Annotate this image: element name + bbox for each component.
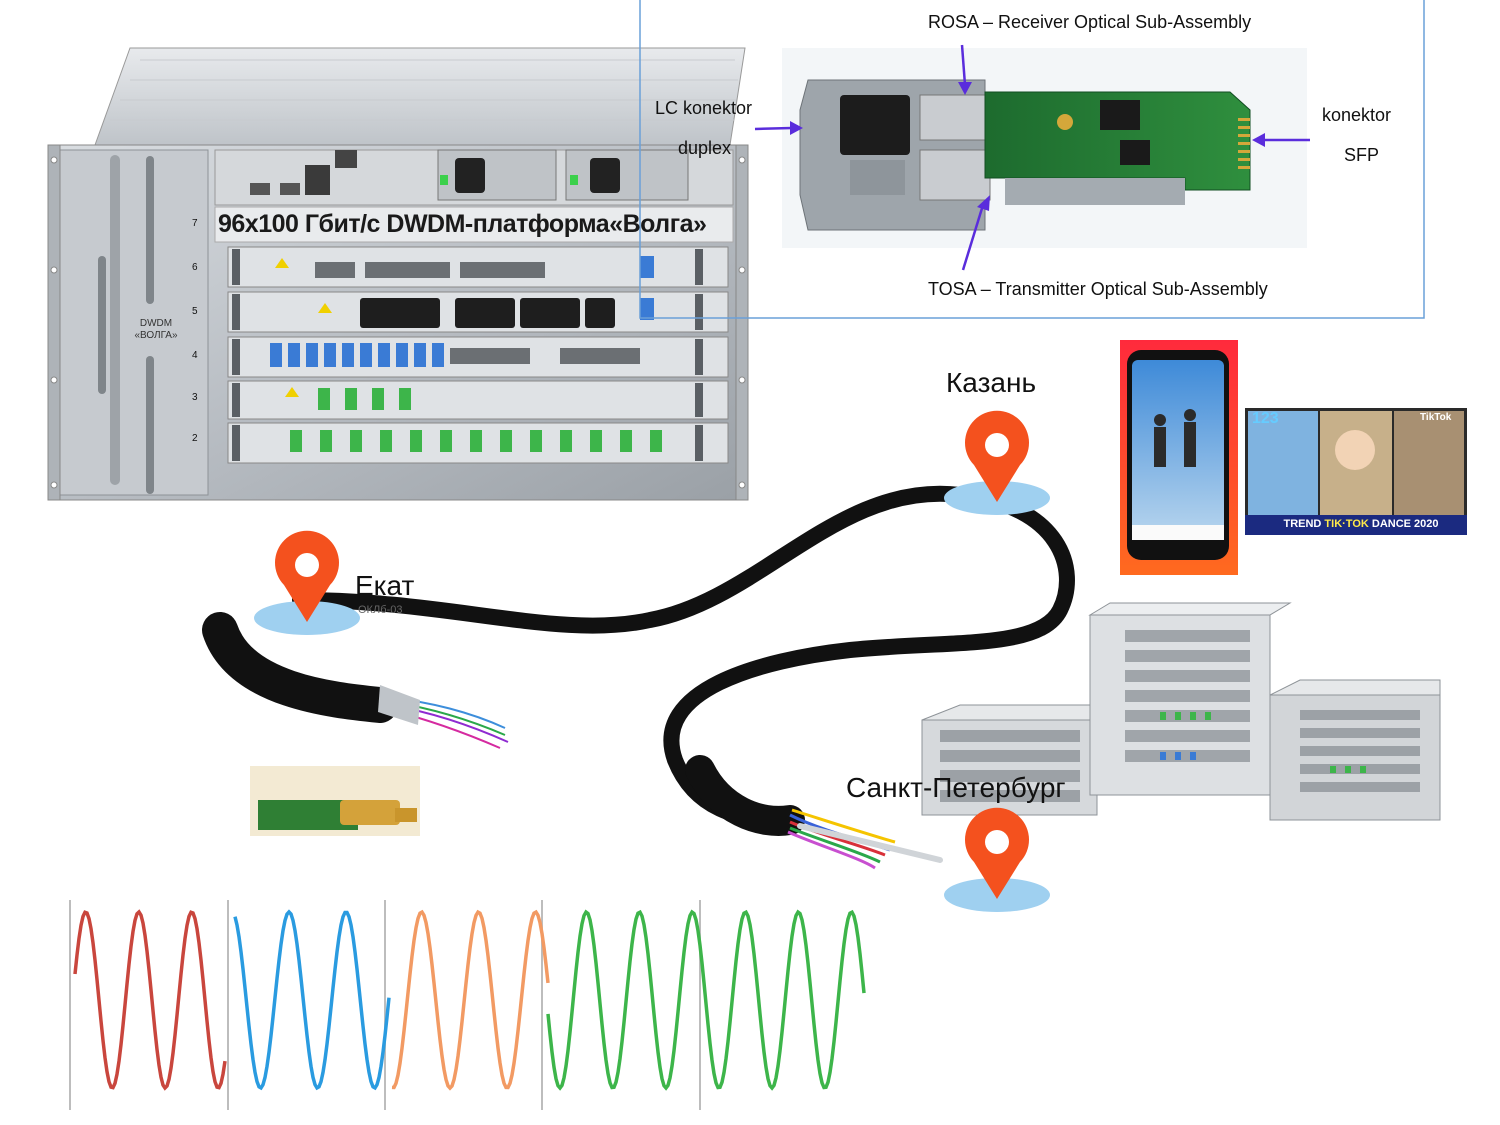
wave-orange: [391, 909, 550, 1091]
cable-print: ОКЛб-03: [358, 604, 403, 616]
sfp-label: SFP: [1344, 145, 1380, 165]
pin-spb: [944, 807, 1050, 912]
tiktok-phone-image: [1120, 340, 1238, 575]
slot-number: 4: [192, 350, 198, 361]
duplex-label: duplex: [678, 138, 732, 158]
tosa-label: TOSA – Transmitter Optical Sub-Assembly: [928, 279, 1268, 299]
line-cards: [227, 246, 729, 464]
tiktok-banner: TREND TIK·TOK DANCE 2020: [1258, 518, 1464, 530]
tiktok-number: 123: [1252, 410, 1279, 427]
slot-number: 7: [192, 218, 198, 229]
lc-konektor-label: LC konektor: [655, 98, 753, 118]
city-spb: Санкт-Петербург: [846, 772, 1066, 803]
slot-number: 5: [192, 306, 198, 317]
wave-blue: [233, 909, 391, 1091]
tiktok-dance-image: [1245, 408, 1467, 535]
city-ekat: Екат: [355, 570, 415, 601]
wave-red: [73, 909, 227, 1091]
city-kazan: Казань: [946, 367, 1037, 398]
tiktok-logo: TikTok: [1420, 412, 1452, 423]
platform-title: 96x100 Гбит/с DWDM-платформа«Волга»: [218, 210, 707, 238]
pin-ekat: [254, 530, 360, 635]
tiktok-banner-mid: TIK·TOK: [1324, 518, 1369, 530]
telecom-equipment-cluster: [921, 602, 1441, 821]
tiktok-banner-left: TREND: [1283, 518, 1325, 530]
wave-green: [546, 909, 866, 1091]
sfp-module-frame: [639, 0, 1425, 319]
slot-number: 3: [192, 392, 198, 403]
rosa-label: ROSA – Receiver Optical Sub-Assembly: [928, 12, 1252, 32]
fiber-cable: [202, 485, 1075, 870]
slot-number: 6: [192, 262, 198, 273]
optical-module-photo: [250, 766, 420, 836]
wavelength-signals: [69, 900, 866, 1110]
pin-kazan: [944, 410, 1050, 515]
konektor-label: konektor: [1322, 105, 1392, 125]
tiktok-banner-right: DANCE 2020: [1368, 518, 1439, 530]
slot-number: 2: [192, 433, 198, 444]
dwdm-chassis: [47, 47, 749, 501]
volga-badge: DWDM «ВОЛГА»: [134, 318, 178, 341]
